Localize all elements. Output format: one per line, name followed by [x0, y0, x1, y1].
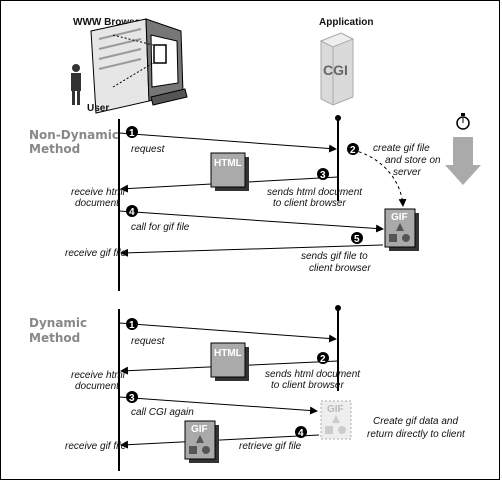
svg-text:2: 2: [350, 145, 356, 156]
nd-create-line2: and store on: [385, 155, 441, 166]
svg-text:4: 4: [298, 428, 304, 439]
svg-text:5: 5: [354, 234, 360, 245]
d-gif-file-box: GIF: [184, 420, 219, 463]
svg-text:3: 3: [320, 170, 326, 181]
nd-call-gif-arrow: [118, 210, 384, 233]
d-retrieve-arrow: [120, 434, 320, 449]
nd-sends-gif-line2: client browser: [309, 263, 371, 274]
nd-request-label: request: [131, 144, 166, 155]
svg-text:3: 3: [129, 393, 135, 404]
nd-step-badge-4: 4: [126, 205, 138, 218]
browser-header: WWW Browser: [73, 17, 144, 28]
svg-text:HTML: HTML: [214, 348, 242, 359]
d-generated-gif-box: GIF: [320, 400, 352, 440]
nd-receive-html-line1: receive html: [71, 187, 126, 198]
nd-create-line1: create gif file: [373, 143, 430, 154]
cgi-server-icon: CGI: [319, 32, 355, 106]
dynamic-title-line2: Method: [29, 331, 80, 345]
stopwatch-icon: [456, 113, 470, 130]
d-sends-line1: sends html document: [265, 369, 361, 380]
d-receive-html-line2: document: [75, 381, 120, 392]
user-icon: [71, 64, 81, 105]
nd-html-document-box: HTML: [210, 152, 249, 191]
non-dynamic-title-line2: Method: [29, 142, 80, 156]
non-dynamic-title-line1: Non-Dynamic: [29, 128, 119, 142]
d-step-badge-1: 1: [126, 318, 138, 331]
nd-sends-gif-line1: sends gif file to: [301, 251, 368, 262]
nd-call-gif-label: call for gif file: [131, 222, 190, 233]
nd-step-badge-1: 1: [126, 126, 138, 139]
d-request-label: request: [131, 336, 166, 347]
nd-step-badge-3: 3: [317, 168, 329, 181]
svg-text:1: 1: [129, 320, 135, 331]
nd-create-line3: server: [393, 167, 421, 178]
svg-text:4: 4: [129, 207, 135, 218]
nd-sends-line2: to client browser: [273, 198, 346, 209]
d-call-cgi-label: call CGI again: [131, 407, 194, 418]
dynamic-title-line1: Dynamic: [29, 316, 87, 330]
d-receive-html-line1: receive html: [71, 370, 126, 381]
nd-sends-line1: sends html document: [267, 187, 363, 198]
d-step-badge-4: 4: [295, 426, 307, 439]
nd-gif-file-box: GIF: [384, 208, 419, 251]
user-label: User: [87, 103, 109, 114]
time-arrow-icon: [445, 137, 481, 185]
nd-receive-gif-label: receive gif file: [65, 248, 127, 259]
d-sends-line2: to client browser: [271, 380, 344, 391]
d-request-arrow: [118, 322, 337, 343]
d-retrieve-label: retrieve gif file: [239, 441, 302, 452]
svg-text:GIF: GIF: [191, 424, 208, 435]
d-create-line2: return directly to client: [367, 429, 466, 440]
d-step-badge-3: 3: [126, 391, 138, 404]
d-step-badge-2: 2: [317, 352, 329, 365]
nd-receive-html-line2: document: [75, 198, 120, 209]
svg-text:GIF: GIF: [327, 404, 344, 415]
nd-step-badge-5: 5: [351, 232, 363, 245]
svg-text:HTML: HTML: [214, 158, 242, 169]
d-html-document-box: HTML: [210, 342, 249, 381]
cgi-label: CGI: [323, 62, 348, 78]
d-receive-gif-label: receive gif file: [65, 441, 127, 452]
svg-text:GIF: GIF: [391, 212, 408, 223]
svg-text:1: 1: [129, 128, 135, 139]
d-create-line1: Create gif data and: [373, 416, 458, 427]
application-header: Application: [319, 17, 373, 28]
nd-step-badge-2: 2: [347, 143, 359, 156]
nd-send-gif-arrow: [120, 244, 384, 257]
nd-request-arrow: [118, 132, 337, 153]
svg-text:2: 2: [320, 354, 326, 365]
browser-computer-icon: [90, 18, 188, 114]
d-call-cgi-arrow: [118, 396, 318, 415]
